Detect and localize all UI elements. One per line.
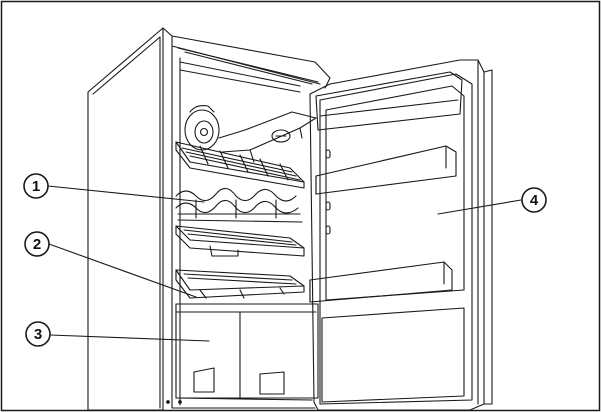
leader-line-2 <box>48 243 197 298</box>
light-control-unit <box>184 105 317 163</box>
door-shelf-1 <box>315 145 457 195</box>
callout-4: 4 <box>521 187 547 213</box>
callout-1: 1 <box>23 173 49 199</box>
leader-line-3 <box>49 334 210 342</box>
door-top-compartment <box>315 71 463 131</box>
door-bottom-panel <box>321 307 465 403</box>
crisper-drawers <box>175 303 319 401</box>
callout-3: 3 <box>25 321 51 347</box>
leader-line-4 <box>437 199 522 215</box>
leader-line-1 <box>47 185 205 203</box>
shelf-1 <box>175 141 305 189</box>
cabinet-side-panel <box>87 27 164 411</box>
cabinet-front-frame <box>171 45 316 409</box>
callout-4-label: 4 <box>530 192 539 209</box>
shelf-3 <box>175 269 305 299</box>
callout-1-label: 1 <box>32 178 40 195</box>
shelf-2 <box>175 225 305 257</box>
cabinet-side-edge <box>92 36 161 409</box>
door <box>309 59 493 411</box>
door-shelf-2 <box>309 261 453 303</box>
callout-3-label: 3 <box>34 326 42 343</box>
bottle-rack <box>175 187 303 223</box>
callout-2: 2 <box>24 231 50 257</box>
callout-2-label: 2 <box>33 236 41 253</box>
